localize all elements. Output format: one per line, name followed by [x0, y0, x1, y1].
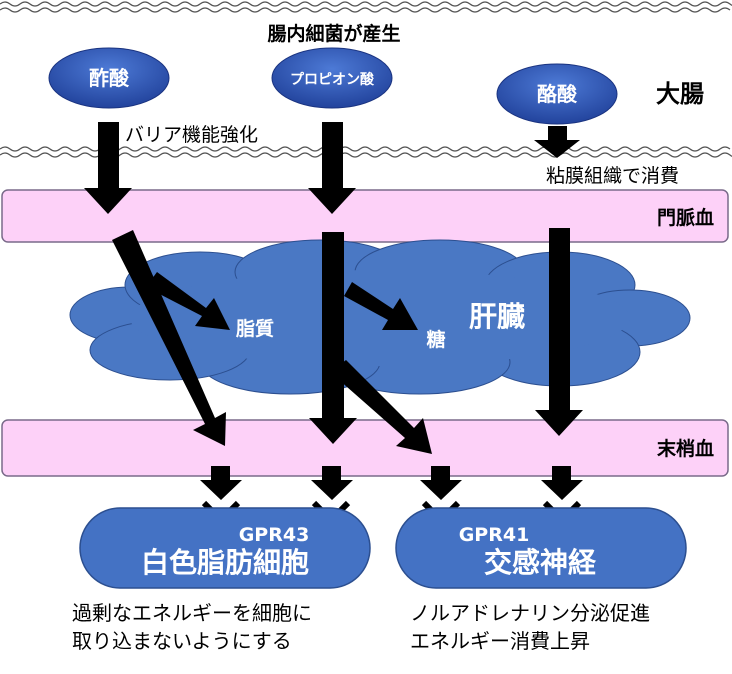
liver-label: 肝臓 — [469, 300, 525, 333]
gpr41-label: GPR41 — [459, 524, 530, 546]
acetate-lipid-arrow — [146, 272, 230, 330]
acetate-arrow-1 — [84, 122, 132, 214]
propionate-sugar-arrow — [344, 282, 418, 330]
nerve-effect-line-2: エネルギー消費上昇 — [410, 629, 590, 653]
peripheral-blood-label: 末梢血 — [657, 437, 714, 460]
propionate-arrow-1 — [308, 122, 356, 214]
gpr41-arrow-right — [541, 466, 583, 500]
portal-vein-band — [1, 189, 729, 243]
gpr41-arrow-left — [420, 466, 462, 500]
propionate-arrow-2 — [309, 232, 357, 444]
peripheral-blood-band — [1, 419, 729, 477]
acetate-label: 酢酸 — [89, 66, 130, 90]
fat-cell-label: 白色脂肪細胞 — [141, 546, 309, 579]
arrows — [84, 122, 583, 500]
acetate-bubble: 酢酸 — [48, 47, 170, 109]
butyrate-bubble: 酪酸 — [496, 63, 618, 125]
colon-top-wave — [0, 1, 732, 7]
butyrate-label: 酪酸 — [537, 82, 578, 106]
barrier-note: バリア機能強化 — [125, 124, 258, 146]
colon-bottom-wave-2 — [0, 152, 732, 158]
propionate-diagonal-arrow — [330, 360, 432, 454]
fat-cell: GPR43 白色脂肪細胞 — [79, 507, 371, 589]
sugar-label: 糖 — [426, 328, 445, 351]
portal-vein-label: 門脈血 — [657, 206, 714, 229]
butyrate-liver-arrow — [535, 228, 583, 436]
header-title: 腸内細菌が産生 — [267, 22, 400, 45]
fat-effect-line-2: 取り込まないようにする — [72, 629, 292, 653]
colon-top-wave-2 — [0, 7, 731, 13]
butyrate-arrow — [534, 126, 580, 158]
sympathetic-nerve-label: 交感神経 — [484, 546, 597, 579]
propionate-bubble: プロピオン酸 — [271, 47, 393, 109]
gpr43-arrow-left — [200, 466, 242, 500]
propionate-label: プロピオン酸 — [290, 71, 375, 88]
gpr43-label: GPR43 — [239, 524, 310, 546]
colon-bottom-wave — [0, 146, 731, 152]
sympathetic-nerve-cell: GPR41 交感神経 — [395, 507, 687, 589]
fat-effect-line-1: 過剰なエネルギーを細胞に — [72, 601, 312, 625]
lipid-label: 脂質 — [236, 317, 274, 340]
colon-label: 大腸 — [656, 80, 704, 108]
gpr43-arrow-right — [311, 466, 353, 500]
mucosa-note: 粘膜組織で消費 — [546, 165, 679, 187]
nerve-effect-line-1: ノルアドレナリン分泌促進 — [410, 601, 650, 625]
acetate-diagonal-arrow — [112, 230, 226, 446]
